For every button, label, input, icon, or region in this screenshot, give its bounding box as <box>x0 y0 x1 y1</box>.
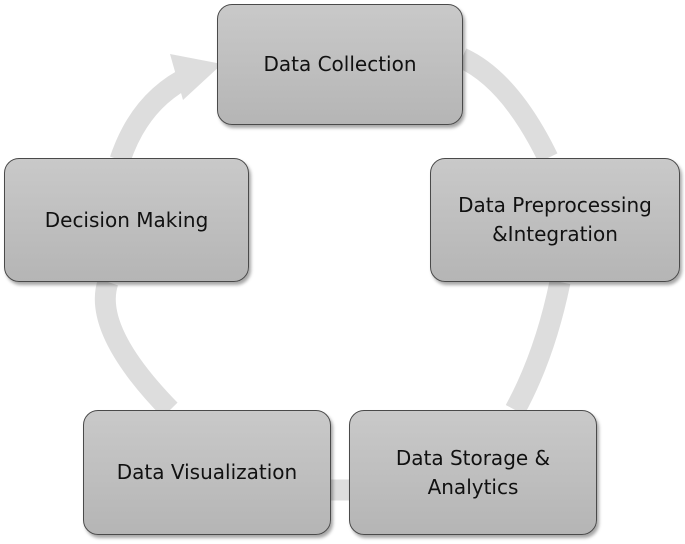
ring-arc-visualization-to-decision <box>94 278 178 418</box>
node-data-preprocessing: Data Preprocessing &Integration <box>430 158 680 282</box>
ring-arc-decision-to-collection <box>110 66 195 164</box>
ring-arc-preprocessing-to-storage <box>505 279 571 416</box>
ring-arc-collection-to-preprocessing <box>457 48 558 163</box>
cycle-arrowhead <box>170 54 222 100</box>
node-decision-making: Decision Making <box>4 158 249 282</box>
node-data-collection: Data Collection <box>217 4 463 125</box>
node-data-visualization: Data Visualization <box>83 410 331 535</box>
node-data-storage: Data Storage & Analytics <box>349 410 597 535</box>
